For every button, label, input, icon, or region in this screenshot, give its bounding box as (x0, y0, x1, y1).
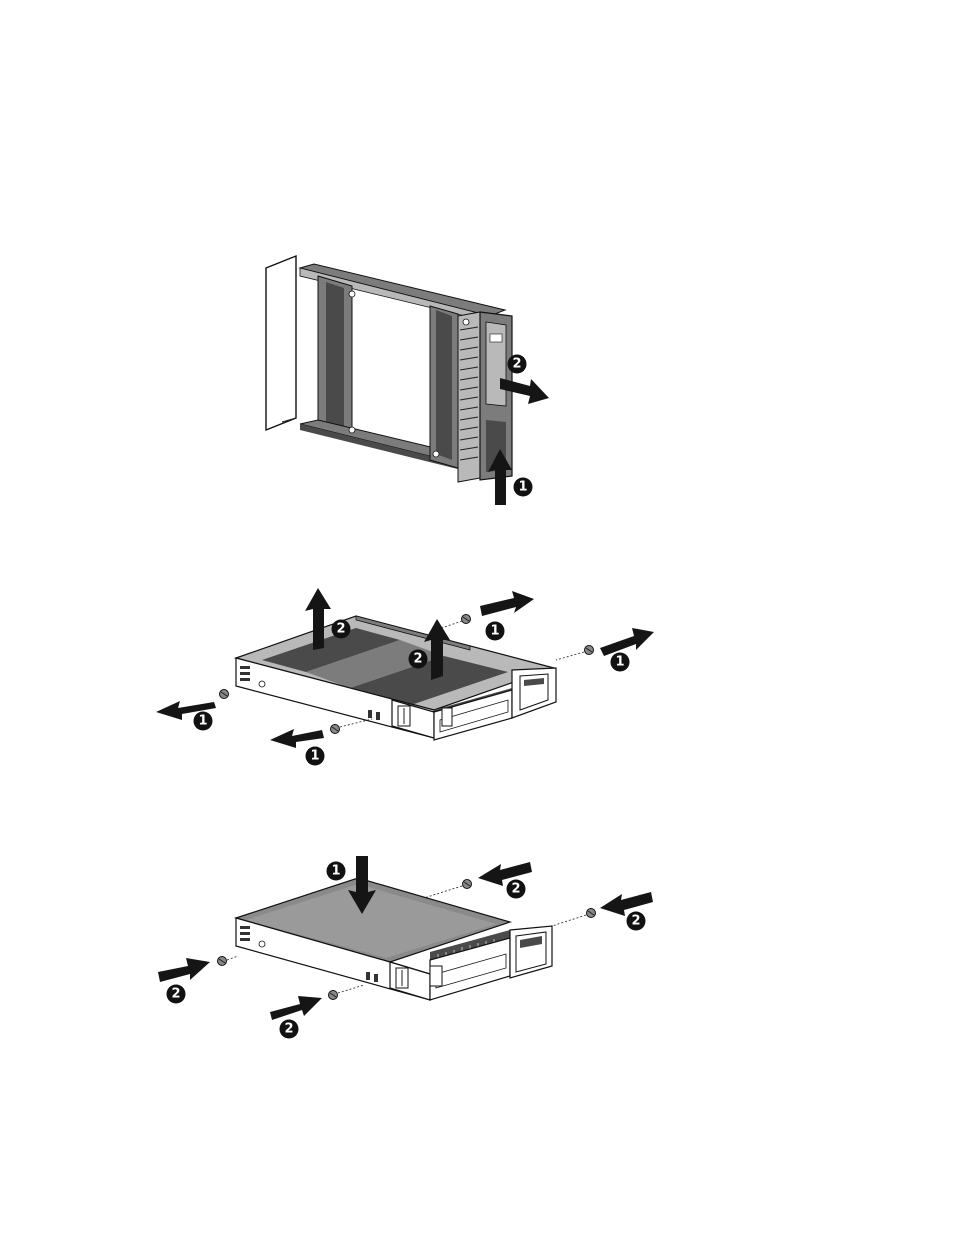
sff-carrier-with-drive (236, 878, 552, 1000)
callout-badge: 1 (194, 712, 213, 731)
callout-badge: 2 (167, 985, 186, 1004)
callout-badge: 1 (306, 747, 325, 766)
arrow-remove-right (480, 591, 534, 616)
mounting-plate (266, 256, 296, 430)
callout-badge: 2 (627, 912, 646, 931)
arrow-insert-right (270, 996, 322, 1020)
callout-number: 1 (331, 864, 340, 879)
callout-number: 2 (171, 987, 180, 1002)
arrow-insert-left (600, 892, 653, 916)
callout-badge: 1 (486, 622, 505, 641)
screw (463, 880, 472, 889)
callout-badge: 1 (514, 478, 533, 497)
callout-number: 1 (518, 480, 527, 495)
callout-badge: 2 (280, 1020, 299, 1039)
arrow-remove-right (600, 628, 654, 656)
callout-number: 2 (631, 914, 640, 929)
callout-number: 2 (336, 622, 345, 637)
figure-2-carrier-disassembly: 2 2 1 1 1 1 (156, 588, 654, 766)
callout-number: 2 (413, 652, 422, 667)
drive-carrier-frame (300, 264, 512, 482)
callout-badge: 2 (332, 620, 351, 639)
screw (329, 991, 338, 1000)
screw (220, 690, 229, 699)
callout-number: 1 (615, 655, 624, 670)
callout-badge: 2 (507, 880, 526, 899)
screw (331, 725, 340, 734)
callout-number: 1 (198, 714, 207, 729)
screw (585, 646, 594, 655)
figure-1-carrier-release: 2 1 (266, 256, 549, 505)
sff-carrier (236, 616, 556, 740)
callout-number: 2 (512, 357, 521, 372)
callout-badge: 2 (409, 650, 428, 669)
arrow-insert-left (478, 862, 532, 886)
callout-number: 2 (284, 1022, 293, 1037)
screw (462, 615, 471, 624)
screw (218, 957, 227, 966)
screw (587, 909, 596, 918)
callout-badge: 1 (327, 862, 346, 881)
arrow-insert-right (158, 958, 210, 982)
arrow-remove-left (270, 729, 324, 748)
callout-badge: 1 (611, 653, 630, 672)
callout-badge: 2 (508, 355, 527, 374)
figure-3-drive-install: 1 2 2 2 2 (158, 856, 653, 1039)
callout-number: 2 (511, 882, 520, 897)
callout-number: 1 (490, 624, 499, 639)
callout-number: 1 (310, 749, 319, 764)
